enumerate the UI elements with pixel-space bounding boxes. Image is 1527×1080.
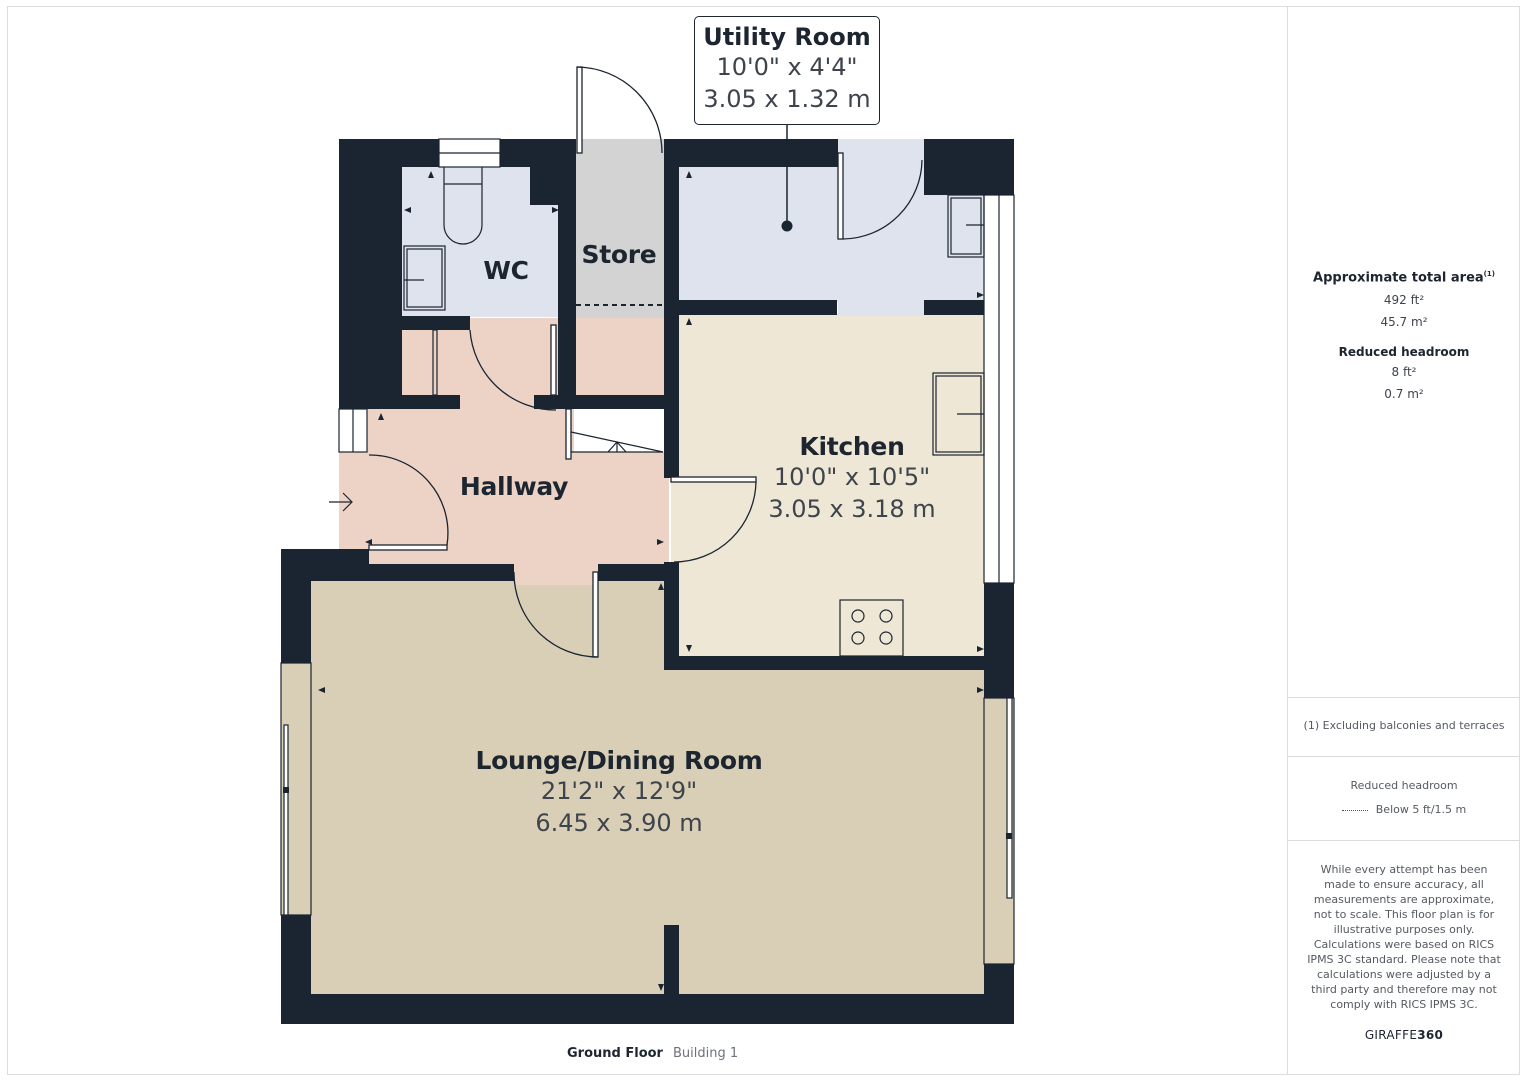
dotted-line-icon <box>1341 809 1368 811</box>
total-area-title: Approximate total area(1) <box>1313 270 1495 286</box>
sidebar-divider <box>1288 697 1520 698</box>
hob <box>839 599 904 657</box>
kitchen-label: Kitchen 10'0" x 10'5" 3.05 x 3.18 m <box>768 432 935 525</box>
disclaimer-2: Calculations were based on RICS IPMS 3C … <box>1307 938 1501 1011</box>
utility-room-metric: 3.05 x 1.32 m <box>703 85 871 113</box>
windows <box>280 138 1015 965</box>
floor-plan: Utility Room 10'0" x 4'4" 3.05 x 1.32 m … <box>280 16 1015 1061</box>
kitchen-name: Kitchen <box>799 432 905 461</box>
lounge-imperial: 21'2" x 12'9" <box>540 777 698 805</box>
utility-room-name: Utility Room <box>703 23 871 51</box>
store-label: Store <box>582 240 657 269</box>
dimension-markers <box>318 171 984 991</box>
hallway-name: Hallway <box>459 472 569 501</box>
utility-room-callout: Utility Room 10'0" x 4'4" 3.05 x 1.32 m <box>694 16 880 125</box>
wc-name: WC <box>483 256 529 285</box>
utility-pointer-dot <box>781 220 793 232</box>
utility-door-gap-fill <box>838 139 924 169</box>
walls <box>281 139 1014 1024</box>
fixtures <box>403 167 985 657</box>
building-name: Building 1 <box>672 1046 739 1061</box>
panel-divider <box>1287 6 1288 1075</box>
hallway-label: Hallway <box>459 472 569 501</box>
entrance-arrow-icon <box>329 492 353 512</box>
hallway-entry-fill <box>339 452 379 550</box>
lounge-label: Lounge/Dining Room 21'2" x 12'9" 6.45 x … <box>475 746 762 839</box>
legend-item: Below 5 ft/1.5 m <box>1288 802 1520 817</box>
total-area-m: 45.7 m² <box>1380 315 1428 330</box>
stairs <box>570 431 664 453</box>
floor-name: Ground Floor <box>567 1046 663 1061</box>
legend-title: Reduced headroom <box>1350 779 1458 792</box>
brand-logo: GIRAFFE360 <box>1364 1028 1444 1042</box>
page-frame <box>7 6 1520 1075</box>
disclaimer-1: While every attempt has been made to ens… <box>1313 863 1495 936</box>
reduced-headroom-title: Reduced headroom <box>1338 345 1470 360</box>
lounge-name: Lounge/Dining Room <box>475 746 763 775</box>
floor-plan-drawing <box>280 66 1015 1024</box>
sidebar-divider <box>1288 756 1520 757</box>
hall-to-lounge-fill <box>514 565 598 585</box>
sidebar-divider <box>1288 840 1520 841</box>
utility-room-imperial: 10'0" x 4'4" <box>716 53 858 81</box>
total-area-ft: 492 ft² <box>1383 293 1425 308</box>
lounge-metric: 6.45 x 3.90 m <box>535 809 703 837</box>
wc-label: WC <box>483 256 529 285</box>
doors <box>368 66 923 658</box>
room-kitchen-door-fill <box>671 478 683 562</box>
area-summary: Approximate total area(1) 492 ft² 45.7 m… <box>1288 270 1520 405</box>
kitchen-imperial: 10'0" x 10'5" <box>773 463 931 491</box>
reduced-headroom-ft: 8 ft² <box>1391 365 1417 380</box>
reduced-headroom-m: 0.7 m² <box>1384 387 1424 402</box>
store-name: Store <box>581 240 657 269</box>
room-kitchen-fill <box>679 314 984 657</box>
utility-kitchen-gap-fill <box>838 300 924 316</box>
footnote: (1) Excluding balconies and terraces <box>1303 719 1505 732</box>
toilet <box>443 167 483 245</box>
kitchen-metric: 3.05 x 3.18 m <box>768 495 936 523</box>
floor-caption: Ground Floor Building 1 <box>567 1046 738 1061</box>
